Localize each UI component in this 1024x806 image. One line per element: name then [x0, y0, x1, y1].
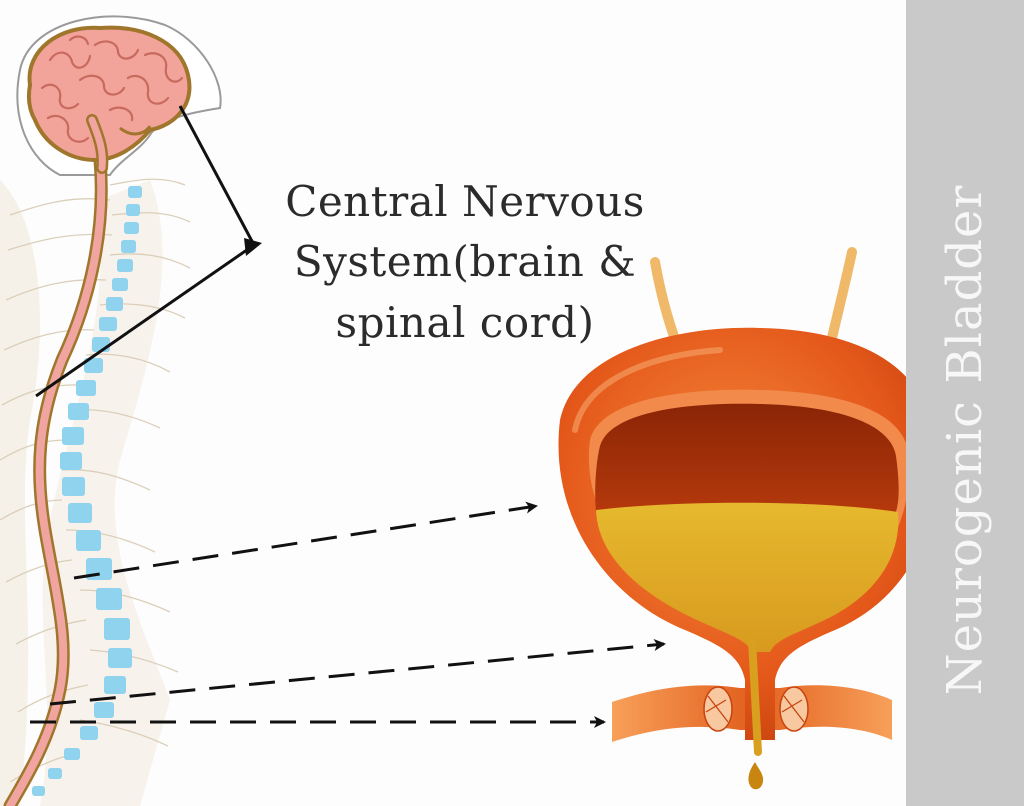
connector-lines — [30, 105, 666, 728]
side-title-band — [906, 0, 1024, 806]
page-title: Neurogenic Bladder — [937, 184, 993, 696]
cns-label-line-3: spinal cord) — [335, 297, 595, 347]
brain — [26, 25, 192, 174]
vertebrae — [32, 186, 142, 796]
cns-label-line-1: Central Nervous — [285, 177, 645, 226]
bladder — [558, 247, 937, 790]
cns-label: Central Nervous System(brain & spinal co… — [270, 172, 660, 353]
cns-label-line-2: System(brain & — [293, 237, 637, 287]
